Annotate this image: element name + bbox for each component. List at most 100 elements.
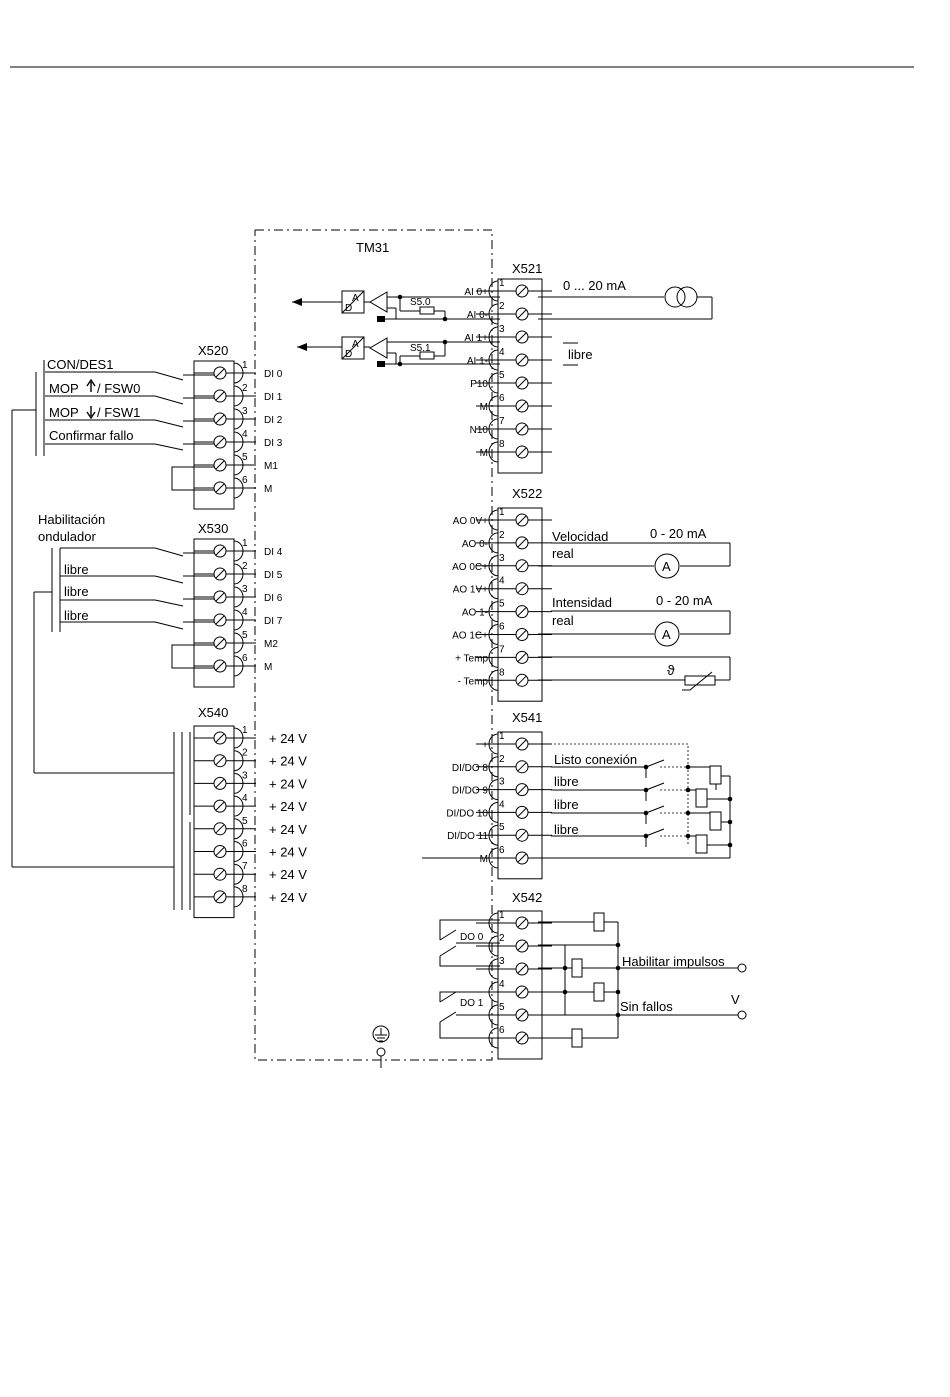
adc0-a: A [352, 293, 359, 304]
x520-input-2-fsw: / FSW1 [97, 405, 140, 420]
x521-pin-number: 5 [499, 370, 505, 381]
x530-pin-number: 3 [242, 584, 248, 595]
x541-pin-number: 2 [499, 754, 505, 765]
x540-output-label: + 24 V [269, 867, 307, 882]
x530-title: X530 [198, 521, 228, 536]
x540-pin-number: 8 [242, 884, 248, 895]
adc1-a: A [352, 339, 359, 350]
ammeter-icon [654, 553, 680, 579]
out1-range: 0 - 20 mA [656, 593, 713, 608]
x521-signal-label: AI 1+ [464, 333, 488, 344]
x522-signal-label: + Temp [455, 653, 488, 664]
x542-out-2: Sin fallos [620, 999, 673, 1014]
x540-pin-number: 6 [242, 839, 248, 850]
x522-signal-label: AO 1- [462, 608, 488, 619]
x540-external-wiring: X540 [173, 705, 228, 910]
x540-output-label: + 24 V [269, 822, 307, 837]
amplifier-1 [369, 337, 388, 359]
out1-label-2: real [552, 613, 574, 628]
x541-pin-number: 1 [499, 731, 505, 742]
x542-pin-number: 6 [499, 1025, 505, 1036]
x541-signal-label: DI/DO 8 [452, 763, 489, 774]
x542-out-1: Habilitar impulsos [622, 954, 725, 969]
x521-pin-number: 3 [499, 324, 505, 335]
x520-pin-number: 3 [242, 406, 248, 417]
x520-pin-number: 5 [242, 452, 248, 463]
terminal-icon [737, 963, 747, 973]
x541-signal-label: DI/DO 10 [446, 808, 488, 819]
arrow-left-icon [292, 298, 302, 306]
x530-group-label-1: Habilitación [38, 512, 105, 527]
x520-signal-label: DI 1 [264, 392, 283, 403]
meter-0-symbol: A [662, 559, 671, 574]
x530-pin-number: 2 [242, 561, 248, 572]
relay-do0: DO 0 [460, 932, 484, 943]
x522-signal-label: AO 0- [462, 539, 488, 550]
x520-pin-number: 4 [242, 429, 248, 440]
x520-pin-number: 6 [242, 475, 248, 486]
x521-pin-number: 7 [499, 416, 505, 427]
x530-signal-label: DI 7 [264, 616, 283, 627]
x521-signal-label: M [480, 402, 488, 413]
x522-terminal-block: 1AO 0V+2AO 0-3AO 0C+4AO 1V+5AO 1-6AO 1C+… [452, 507, 552, 702]
x522-signal-label: AO 1V+ [453, 585, 488, 596]
x530-pin-number: 6 [242, 653, 248, 664]
protective-earth-icon [372, 1025, 390, 1068]
x522-pin-number: 3 [499, 553, 505, 564]
source-label: 0 ... 20 mA [563, 278, 626, 293]
x520-signal-label: DI 2 [264, 415, 283, 426]
x541-out-3: libre [554, 822, 579, 837]
x521-pin-number: 1 [499, 278, 505, 289]
x541-signal-label: DI/DO 9 [452, 786, 489, 797]
x521-signal-label: N10 [470, 425, 489, 436]
x540-terminal-block: 1+ 24 V2+ 24 V3+ 24 V4+ 24 V5+ 24 V6+ 24… [193, 725, 307, 919]
x540-output-label: + 24 V [269, 731, 307, 746]
x521-signal-label: AI 1- [467, 356, 488, 367]
x530-input-0: libre [64, 562, 89, 577]
x521-pin-number: 2 [499, 301, 505, 312]
x530-pin-number: 5 [242, 630, 248, 641]
x520-pin-number: 2 [242, 383, 248, 394]
x521-external-wiring: X521 A D S5.0 A D [292, 261, 713, 367]
x541-signal-label: M [480, 854, 488, 865]
x541-pin-number: 4 [499, 799, 505, 810]
x521-signal-label: P10 [470, 379, 488, 390]
x540-pin-number: 1 [242, 725, 248, 736]
out0-label-2: real [552, 546, 574, 561]
x540-pin-number: 7 [242, 861, 248, 872]
x522-signal-label: AO 0C+ [452, 562, 488, 573]
x520-pin-number: 1 [242, 360, 248, 371]
terminal-icon [737, 1010, 747, 1020]
x541-pin-number: 3 [499, 777, 505, 788]
x522-pin-number: 1 [499, 507, 505, 518]
x540-title: X540 [198, 705, 228, 720]
x541-signal-label: + [482, 740, 488, 751]
x530-signal-label: DI 4 [264, 547, 283, 558]
out0-label-1: Velocidad [552, 529, 608, 544]
x522-pin-number: 4 [499, 576, 505, 587]
x542-external-wiring: X542 DO 0 DO 1 [439, 890, 747, 1048]
arrow-up-icon [86, 378, 96, 392]
arrow-down-icon [86, 406, 96, 420]
x521-pin-number: 6 [499, 393, 505, 404]
temp-symbol: ϑ [667, 662, 675, 678]
x520-signal-label: DI 0 [264, 369, 283, 380]
x540-pin-number: 4 [242, 793, 248, 804]
arrow-left-icon [297, 343, 307, 351]
module-title: TM31 [356, 240, 389, 255]
switch-s5-1: S5.1 [410, 343, 431, 354]
x540-pin-number: 3 [242, 770, 248, 781]
x522-signal-label: AO 0V+ [453, 516, 488, 527]
x522-external-wiring: X522 Velocidad real 0 - 20 mA A Intensid… [512, 486, 731, 691]
x530-signal-label: DI 5 [264, 570, 283, 581]
adc0-d: D [345, 303, 352, 314]
x522-pin-number: 2 [499, 530, 505, 541]
x520-input-0: CON/DES1 [47, 357, 113, 372]
x541-pin-number: 6 [499, 845, 505, 856]
